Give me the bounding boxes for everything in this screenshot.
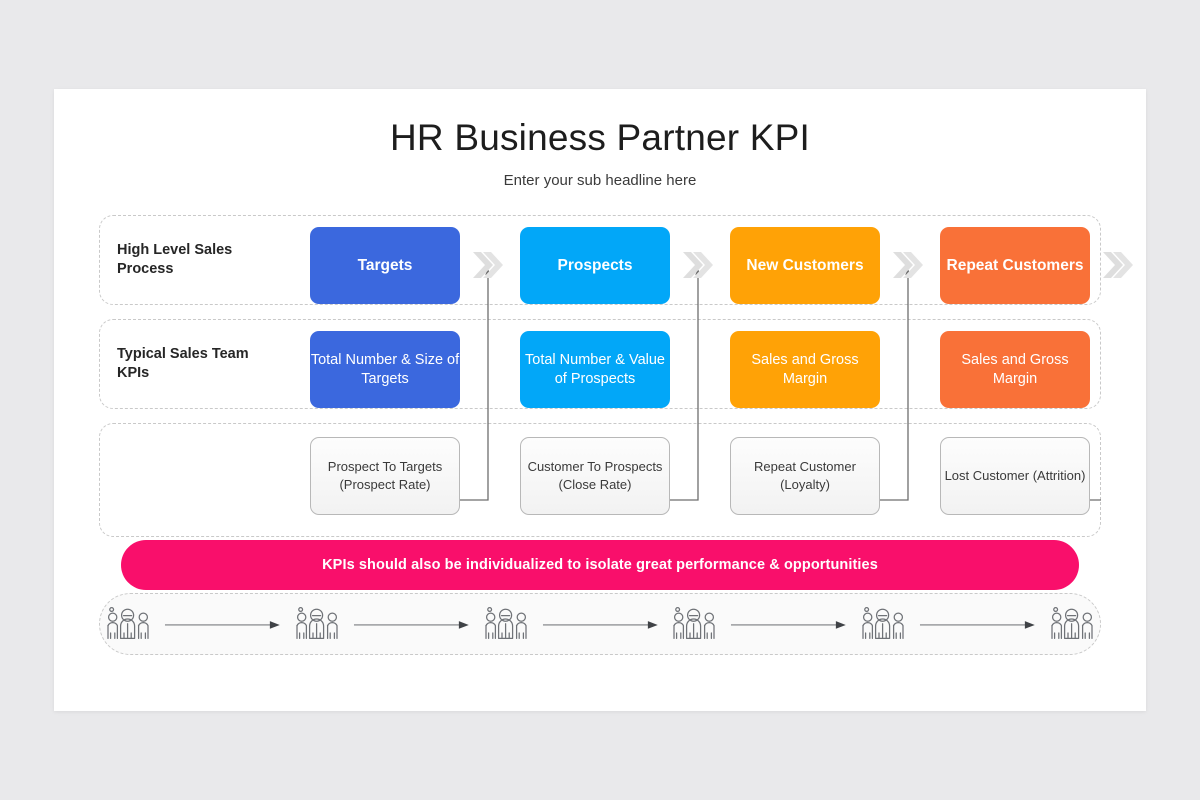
kpi-box-label: Total Number & Size of Targets [310,352,460,387]
kpi-box-sales-gross-margin-repeat[interactable]: Sales and Gross Margin [940,331,1090,408]
metric-box-attrition[interactable]: Lost Customer (Attrition) [940,437,1090,515]
arrow-right-icon [920,621,1035,629]
process-box-label: Prospects [557,256,633,274]
process-box-label: Targets [357,256,413,274]
band-detailed-kpis [99,423,1101,537]
row-label-high-level-sales-process: High Level Sales Process [117,242,233,278]
band-typical-sales-team-kpis [99,319,1101,409]
chevron-right-icon [683,252,713,278]
metric-box-loyalty[interactable]: Repeat Customer (Loyalty) [730,437,880,515]
people-group-icon [862,607,904,640]
page-title: HR Business Partner KPI [390,117,810,158]
page-subtitle: Enter your sub headline here [503,172,697,189]
kpi-box-label: Sales and Gross Margin [751,352,859,387]
process-box-label: New Customers [746,256,864,274]
banner-label: KPIs should also be individualized to is… [322,557,878,573]
people-journey-strip [99,593,1101,655]
band-people-journey [99,593,1101,655]
arrow-right-icon [353,621,469,629]
process-box-repeat-customers[interactable]: Repeat Customers [940,227,1090,304]
band-high-level-sales-process [99,215,1101,305]
kpi-box-label: Total Number & Value of Prospects [525,352,665,387]
people-group-icon [673,607,716,640]
metric-box-label: Repeat Customer (Loyalty) [754,459,856,492]
metric-box-label: Prospect To Targets (Prospect Rate) [327,459,443,492]
process-box-prospects[interactable]: Prospects [520,227,670,304]
chevron-right-icon [473,252,503,278]
process-box-label: Repeat Customers [946,256,1084,274]
arrow-right-icon [542,621,658,629]
people-group-icon [296,607,338,640]
kpi-box-label: Sales and Gross Margin [961,352,1069,387]
people-group-icon [484,607,527,640]
metric-box-label: Lost Customer (Attrition) [944,468,1086,484]
metric-box-close-rate[interactable]: Customer To Prospects (Close Rate) [520,437,670,515]
individualized-kpi-banner: KPIs should also be individualized to is… [121,540,1079,590]
kpi-box-sales-gross-margin-new[interactable]: Sales and Gross Margin [730,331,880,408]
chevron-right-icon [1103,252,1133,278]
people-group-icon [1051,607,1093,640]
kpi-box-value-of-prospects[interactable]: Total Number & Value of Prospects [520,331,670,408]
people-group-icon [107,607,149,640]
slide-canvas: HR Business Partner KPI Enter your sub h… [54,89,1146,711]
metric-box-label: Customer To Prospects (Close Rate) [527,459,663,492]
row-label-typical-sales-team-kpis: Typical Sales Team KPIs [117,346,249,382]
process-box-targets[interactable]: Targets [310,227,460,304]
chevron-right-icon [893,252,923,278]
kpi-diagram: High Level Sales Process Typical Sales T… [99,215,1133,665]
process-box-new-customers[interactable]: New Customers [730,227,880,304]
arrow-right-icon [731,621,847,629]
arrow-right-icon [164,621,280,629]
kpi-box-size-of-targets[interactable]: Total Number & Size of Targets [310,331,460,408]
metric-box-prospect-rate[interactable]: Prospect To Targets (Prospect Rate) [310,437,460,515]
